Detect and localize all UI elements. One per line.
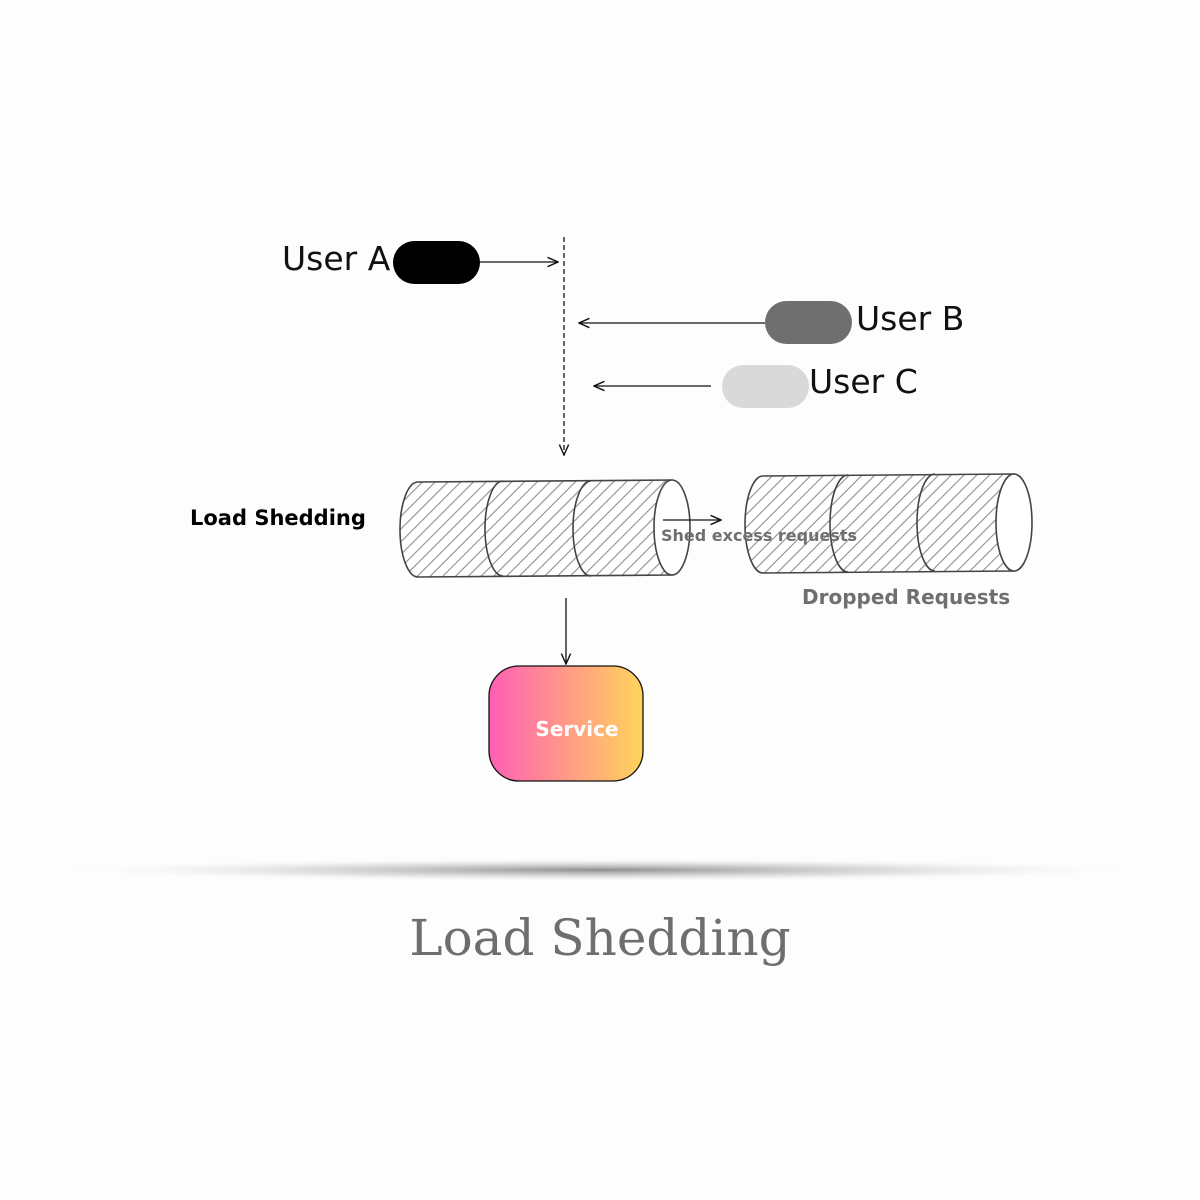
service-box xyxy=(488,665,644,782)
dropped-requests-label: Dropped Requests xyxy=(802,585,1010,609)
user-c-pill xyxy=(722,365,809,408)
user-b-pill xyxy=(765,301,852,344)
user-c-label: User C xyxy=(809,362,918,401)
service-label: Service xyxy=(535,717,618,741)
user-a-label: User A xyxy=(282,239,391,278)
shed-excess-label: Shed excess requests xyxy=(661,526,857,545)
load-shedding-label: Load Shedding xyxy=(190,506,366,530)
queue-cylinder-icon xyxy=(399,479,691,578)
user-a-pill xyxy=(393,241,480,284)
user-b-label: User B xyxy=(856,299,964,338)
caption-title: Load Shedding xyxy=(409,909,790,967)
dropped-requests-cylinder-icon xyxy=(744,473,1033,574)
divider-shadow xyxy=(40,858,1160,882)
